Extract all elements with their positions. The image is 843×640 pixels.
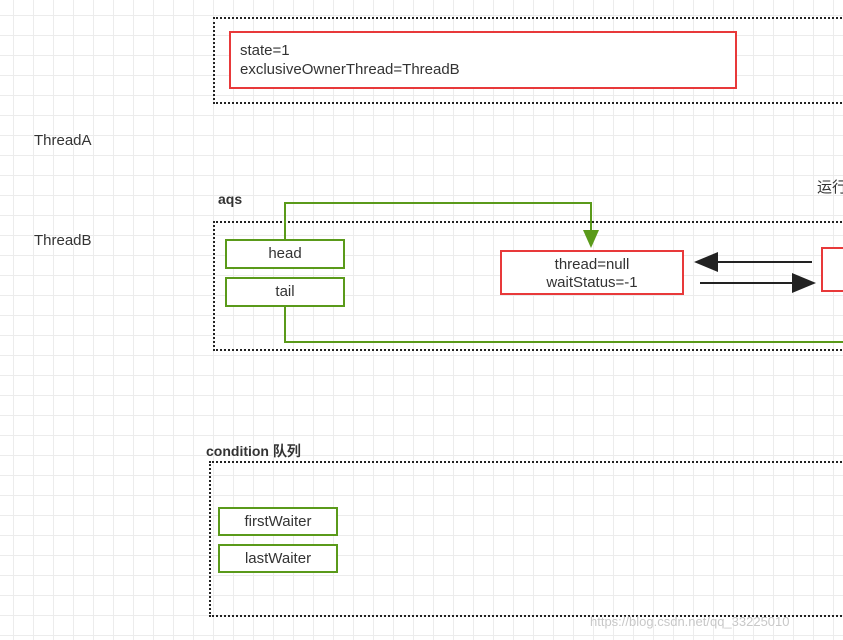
- running-label: 运行: [817, 179, 843, 196]
- next-node-box: [821, 247, 843, 292]
- condition-title: condition 队列: [206, 443, 301, 459]
- node-wait-status-text: waitStatus=-1: [546, 274, 638, 291]
- exclusive-owner-text: exclusiveOwnerThread=ThreadB: [240, 61, 460, 78]
- tail-box: tail: [225, 277, 345, 307]
- watermark-text: https://blog.csdn.net/qq_33225010: [590, 614, 790, 629]
- lock-state-region: [213, 17, 843, 104]
- thread-a-label: ThreadA: [34, 132, 92, 149]
- head-pointer-line: [284, 202, 599, 248]
- condition-region: [209, 461, 843, 617]
- node-thread-text: thread=null: [554, 256, 630, 273]
- head-node-box: thread=null waitStatus=-1: [500, 250, 684, 295]
- head-box: head: [225, 239, 345, 269]
- aqs-region: [213, 221, 843, 351]
- last-waiter-box: lastWaiter: [218, 544, 338, 573]
- thread-b-label: ThreadB: [34, 232, 92, 249]
- tail-pointer-line: [284, 305, 843, 343]
- state-text: state=1: [240, 42, 290, 59]
- lock-state-box: state=1 exclusiveOwnerThread=ThreadB: [229, 31, 737, 89]
- first-waiter-box: firstWaiter: [218, 507, 338, 536]
- aqs-title: aqs: [218, 191, 243, 207]
